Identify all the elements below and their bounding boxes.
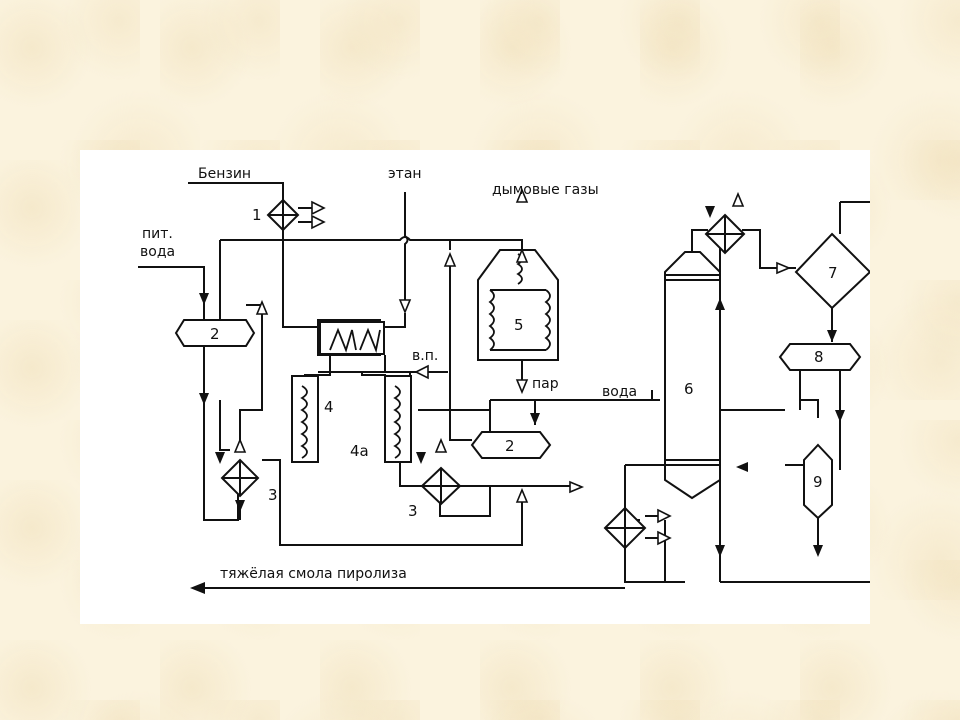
- furnace-convection-section: [319, 321, 385, 355]
- waste-heat-boiler-5: [477, 249, 559, 361]
- quench-exchanger-3-left: [220, 458, 260, 498]
- process-flow-diagram: Бензин этан дымовые газы пит. вода в.п. …: [80, 150, 870, 624]
- unit-5: 5: [514, 316, 524, 334]
- unit-8: 8: [814, 348, 824, 366]
- unit-4: 4: [324, 398, 334, 416]
- unit-2-middle: 2: [505, 437, 515, 455]
- unit-7: 7: [828, 264, 838, 282]
- pipe-lines: [138, 182, 870, 589]
- unit-6: 6: [684, 380, 694, 398]
- column-top-exchanger: [704, 213, 746, 255]
- unit-3-left: 3: [268, 486, 278, 504]
- label-feed-water-1: пит.: [142, 226, 173, 242]
- unit-1: 1: [252, 206, 262, 224]
- heat-exchanger-1: [266, 198, 326, 232]
- exchanger-2-middle: [470, 431, 552, 459]
- label-steam: пар: [532, 376, 559, 392]
- unit-numbers: 1 2 2 3 3 4 4а 5 6 7 8 9: [210, 206, 838, 520]
- vessel-9: [803, 443, 833, 520]
- pyrolysis-furnace-4: [291, 375, 319, 463]
- label-etan: этан: [388, 166, 422, 182]
- label-vp: в.п.: [412, 348, 438, 364]
- label-flue-gases: дымовые газы: [492, 182, 599, 198]
- unit-4a: 4а: [350, 442, 369, 460]
- label-heavy-tar: тяжёлая смола пиролиза: [220, 566, 407, 582]
- unit-3-middle: 3: [408, 502, 418, 520]
- bottom-exchanger: [603, 506, 672, 550]
- label-water: вода: [602, 384, 637, 400]
- label-benzin: Бензин: [198, 166, 251, 182]
- exchanger-2-left: [174, 319, 256, 347]
- stream-labels: Бензин этан дымовые газы пит. вода в.п. …: [140, 166, 637, 582]
- column-6: [664, 251, 721, 500]
- unit-9: 9: [813, 473, 823, 491]
- label-feed-water-2: вода: [140, 244, 175, 260]
- flow-arrows: [190, 187, 845, 594]
- unit-2-left: 2: [210, 325, 220, 343]
- separator-7: [794, 232, 870, 310]
- quench-exchanger-3-middle: [420, 466, 462, 506]
- pyrolysis-furnace-4a: [384, 375, 412, 463]
- exchanger-8: [778, 343, 862, 371]
